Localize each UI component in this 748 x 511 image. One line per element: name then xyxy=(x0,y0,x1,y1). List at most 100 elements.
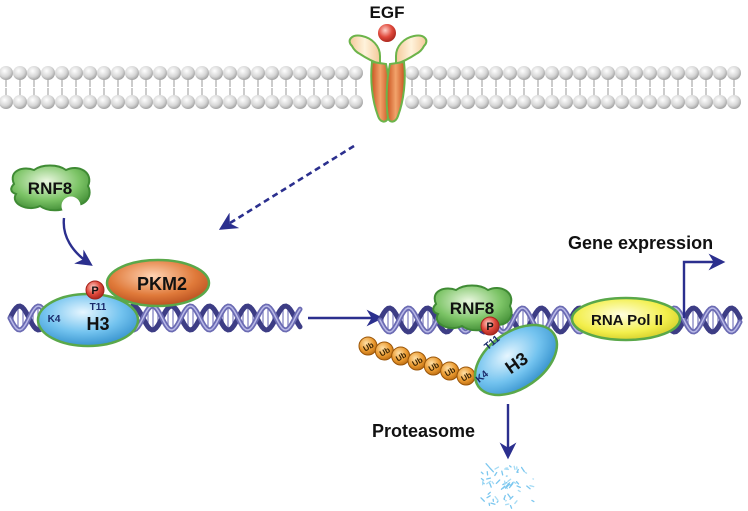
lipid-head xyxy=(419,66,433,80)
lipid-head xyxy=(13,95,27,109)
lipid-head xyxy=(545,66,559,80)
rnf8-binding-arrow xyxy=(62,217,93,266)
rnf8-protein-free: RNF8 xyxy=(10,164,91,216)
lipid-head xyxy=(573,66,587,80)
lipid-head xyxy=(195,66,209,80)
rnf8-top-label: RNF8 xyxy=(28,179,72,198)
lipid-head xyxy=(69,66,83,80)
lipid-head xyxy=(405,95,419,109)
lipid-head xyxy=(447,95,461,109)
lipid-head xyxy=(489,95,503,109)
egf-ligand-icon xyxy=(378,24,396,42)
lipid-head xyxy=(629,66,643,80)
rna-pol-ii: RNA Pol II xyxy=(570,296,682,342)
lipid-head xyxy=(503,95,517,109)
lipid-head xyxy=(237,95,251,109)
lipid-head xyxy=(307,95,321,109)
lipid-head xyxy=(433,66,447,80)
lipid-head xyxy=(615,95,629,109)
lipid-head xyxy=(209,66,223,80)
lipid-head xyxy=(321,66,335,80)
lipid-head xyxy=(223,66,237,80)
lipid-head xyxy=(293,66,307,80)
lipid-head xyxy=(139,95,153,109)
rna-pol-label: RNA Pol II xyxy=(591,312,663,329)
lipid-head xyxy=(125,95,139,109)
t11-left-label: T11 xyxy=(90,302,107,313)
lipid-head xyxy=(573,95,587,109)
proteasome-label: Proteasome xyxy=(372,421,475,441)
lipid-head xyxy=(335,66,349,80)
lipid-head xyxy=(559,95,573,109)
lipid-head xyxy=(167,95,181,109)
lipid-head xyxy=(153,95,167,109)
lipid-head xyxy=(685,95,699,109)
lipid-head xyxy=(419,95,433,109)
lipid-head xyxy=(531,95,545,109)
lipid-head xyxy=(475,95,489,109)
lipid-head xyxy=(531,66,545,80)
lipid-head xyxy=(699,66,713,80)
lipid-head xyxy=(0,95,13,109)
lipid-head xyxy=(657,95,671,109)
lipid-head xyxy=(643,66,657,80)
h3-left-label: H3 xyxy=(86,314,109,334)
rnf8-right-label: RNF8 xyxy=(450,299,494,318)
lipid-head xyxy=(517,95,531,109)
lipid-head xyxy=(461,95,475,109)
lipid-head xyxy=(69,95,83,109)
lipid-head xyxy=(671,66,685,80)
lipid-head xyxy=(27,95,41,109)
lipid-head xyxy=(559,66,573,80)
lipid-head xyxy=(125,66,139,80)
lipid-head xyxy=(727,66,741,80)
lipid-head xyxy=(503,66,517,80)
lipid-head xyxy=(433,95,447,109)
lipid-head xyxy=(601,66,615,80)
lipid-head xyxy=(167,66,181,80)
phospho-site-left: P xyxy=(85,280,105,300)
lipid-head xyxy=(685,66,699,80)
lipid-head xyxy=(615,66,629,80)
lipid-head xyxy=(13,66,27,80)
phospho-site-right: P xyxy=(480,316,500,336)
lipid-head xyxy=(335,95,349,109)
egf-signal-dashed-arrow xyxy=(218,144,355,230)
lipid-head xyxy=(265,66,279,80)
histone-h3-left: H3 K4 T11 xyxy=(36,292,140,348)
lipid-head xyxy=(321,95,335,109)
lipid-head xyxy=(83,66,97,80)
lipid-head xyxy=(237,66,251,80)
lipid-head xyxy=(475,66,489,80)
lipid-head xyxy=(587,66,601,80)
lipid-head xyxy=(657,66,671,80)
egf-receptor-icon xyxy=(348,34,428,123)
lipid-head xyxy=(587,95,601,109)
pkm2-label: PKM2 xyxy=(137,274,187,294)
lipid-head xyxy=(713,66,727,80)
lipid-head xyxy=(41,95,55,109)
lipid-head xyxy=(461,66,475,80)
lipid-head xyxy=(629,95,643,109)
k4-left-label: K4 xyxy=(48,314,61,325)
lipid-head xyxy=(181,66,195,80)
lipid-head xyxy=(41,66,55,80)
rnf8-protein-bound: RNF8 xyxy=(432,284,513,332)
lipid-head xyxy=(83,95,97,109)
lipid-head xyxy=(97,66,111,80)
lipid-head xyxy=(251,66,265,80)
lipid-head xyxy=(349,66,363,80)
lipid-head xyxy=(489,66,503,80)
p-left-label: P xyxy=(91,285,98,297)
lipid-head xyxy=(111,66,125,80)
lipid-head xyxy=(727,95,741,109)
lipid-head xyxy=(405,66,419,80)
lipid-head xyxy=(181,95,195,109)
lipid-head xyxy=(55,66,69,80)
lipid-head xyxy=(517,66,531,80)
lipid-head xyxy=(545,95,559,109)
lipid-head xyxy=(279,66,293,80)
egf-label: EGF xyxy=(370,3,405,22)
